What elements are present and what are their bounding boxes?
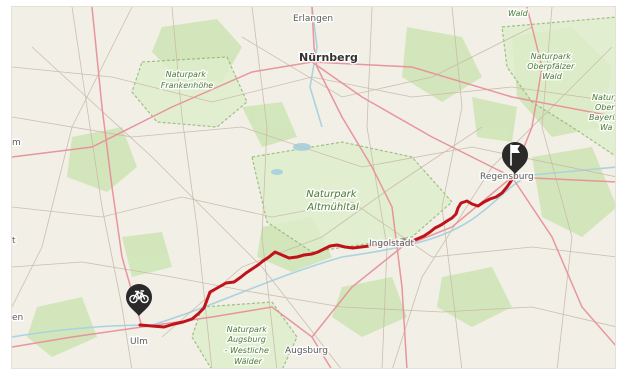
cycling-route[interactable] (138, 174, 517, 329)
label-ulm: Ulm (130, 337, 148, 347)
label-edge-left-mid: t (12, 236, 16, 246)
label-wald-top: Wald (508, 9, 529, 18)
label-erlangen: Erlangen (293, 14, 333, 24)
label-edge-left-bottom: en (12, 313, 23, 323)
end-marker[interactable] (502, 142, 528, 174)
label-edge-left-top: m (12, 138, 21, 148)
nature-park-areas (131, 16, 615, 368)
major-roads (12, 7, 615, 368)
map-canvas[interactable]: Erlangen Nürnberg Regensburg Ingolstadt … (12, 7, 616, 369)
city-dot-erlangen (310, 17, 314, 21)
end-marker-pin (502, 142, 528, 174)
rivers (12, 7, 615, 338)
forest-areas (27, 19, 615, 357)
label-park-frankenhoehe: Naturpark Frankenhöhe (161, 70, 214, 90)
city-markers (309, 17, 406, 242)
park-augsburg-area (191, 301, 298, 368)
city-dot-nurnberg (309, 55, 313, 59)
label-regensburg: Regensburg (480, 172, 534, 182)
label-park-augsburg: Naturpark Augsburg - Westliche Wälder (225, 325, 272, 366)
park-oberpfaelzer-area (501, 16, 615, 157)
park-altmuehltal-area (251, 141, 453, 253)
label-park-oberpfaelzer: Naturpark Oberpfälzer Wald (527, 52, 577, 81)
flag-icon (510, 144, 520, 166)
label-park-altmuehltal: Naturpark Altmühltal (306, 189, 360, 213)
label-park-bayerischer: Naturp Obere Bayeris Wa (589, 93, 616, 132)
label-ingolstadt: Ingolstadt (369, 239, 415, 249)
park-frankenhoehe-area (131, 56, 248, 128)
start-marker-pin (126, 284, 152, 316)
label-augsburg: Augsburg (285, 346, 328, 356)
city-dot-ingolstadt (402, 238, 406, 242)
bicycle-icon (129, 290, 149, 304)
start-marker[interactable] (126, 284, 152, 316)
map-view[interactable]: Erlangen Nürnberg Regensburg Ingolstadt … (11, 6, 616, 369)
label-nurnberg: Nürnberg (299, 51, 358, 64)
